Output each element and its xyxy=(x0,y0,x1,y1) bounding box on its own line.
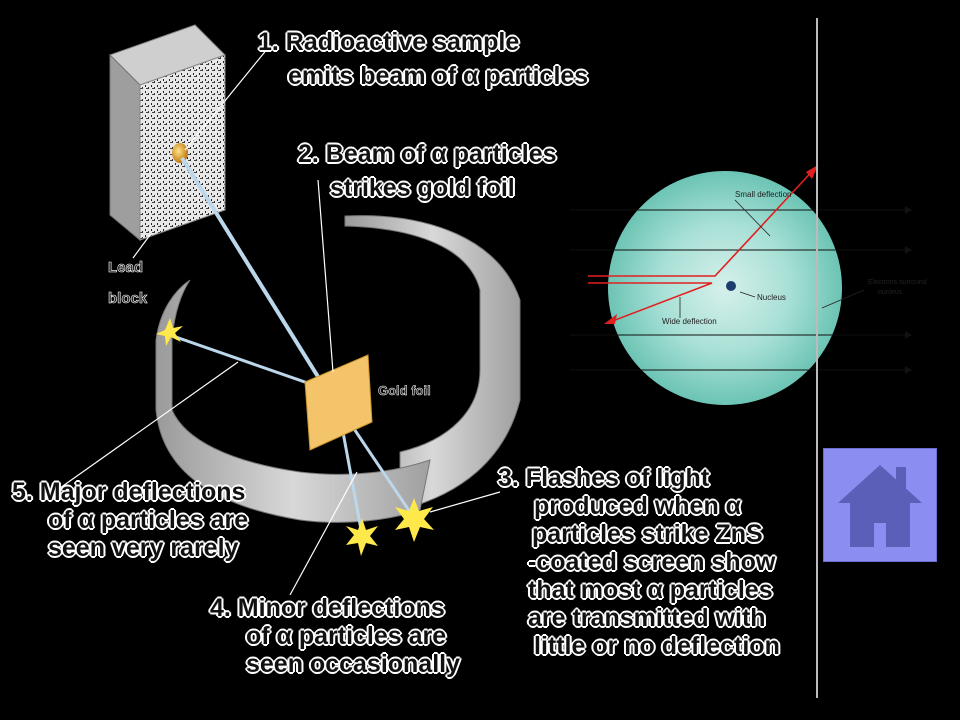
caption-step3-line: -coated screen show xyxy=(528,548,776,576)
major-deflection-beam xyxy=(169,333,323,390)
radioactive-sample xyxy=(172,143,188,163)
atom-pointers xyxy=(679,199,865,318)
caption-step4: 4. Minor deflections of α particles are … xyxy=(210,594,460,678)
nucleus-label: Nucleus xyxy=(757,293,786,302)
caption-step3-line: 3. Flashes of light xyxy=(498,464,710,492)
gold-foil xyxy=(304,354,373,451)
caption-step3-line: that most α particles xyxy=(528,576,773,604)
lead-block xyxy=(109,24,226,242)
caption-step4-line: seen occasionally xyxy=(246,650,461,678)
caption-step5-line: seen very rarely xyxy=(48,534,239,562)
vertical-divider xyxy=(816,18,818,698)
deflected-paths xyxy=(588,164,819,323)
caption-step1-line1: 1. Radioactive sample xyxy=(258,28,520,56)
lead-block-label-2: block xyxy=(108,290,148,307)
small-deflection-label: Small deflection xyxy=(735,190,791,199)
flash-major xyxy=(156,318,183,346)
home-icon xyxy=(838,465,922,547)
caption-step3: 3. Flashes of light produced when α part… xyxy=(498,464,780,660)
caption-step4-line: of α particles are xyxy=(246,622,447,650)
lead-block-label-1: Lead xyxy=(108,259,143,276)
caption-pointers xyxy=(59,47,501,596)
caption-step5: 5. Major deflections of α particles are … xyxy=(12,478,248,562)
caption-step2-line2: strikes gold foil xyxy=(330,174,515,202)
small-deflection-arrowhead xyxy=(806,165,818,179)
caption-step5-line: 5. Major deflections xyxy=(12,478,246,506)
home-button[interactable] xyxy=(823,448,937,562)
caption-step1-line2: emits beam of α particles xyxy=(288,62,589,90)
caption-step5-line: of α particles are xyxy=(48,506,249,534)
caption-step3-line: are transmitted with xyxy=(528,604,766,632)
path-arrowheads xyxy=(905,206,912,374)
wide-deflection-label: Wide deflection xyxy=(662,317,717,326)
wide-deflection-arrowhead xyxy=(604,314,617,324)
electrons-label-1: Electrons surround xyxy=(868,279,927,286)
caption-step3-line: produced when α xyxy=(534,492,742,520)
atom-model: Small deflection Wide deflection Nucleus… xyxy=(570,164,927,405)
alpha-beam xyxy=(180,156,327,390)
gold-foil-label: Gold foil xyxy=(378,383,431,398)
caption-step3-line: little or no deflection xyxy=(534,632,780,660)
electrons-label-2: nucleus xyxy=(878,289,903,296)
atom-sphere xyxy=(608,171,842,405)
caption-step2-line1: 2. Beam of α particles xyxy=(298,140,557,168)
alpha-paths xyxy=(570,209,905,371)
flash-transmitted xyxy=(395,498,434,542)
flash-minor xyxy=(346,518,378,556)
caption-step4-line: 4. Minor deflections xyxy=(210,594,445,622)
caption-step3-line: particles strike ZnS xyxy=(532,520,763,548)
nucleus xyxy=(726,281,736,291)
